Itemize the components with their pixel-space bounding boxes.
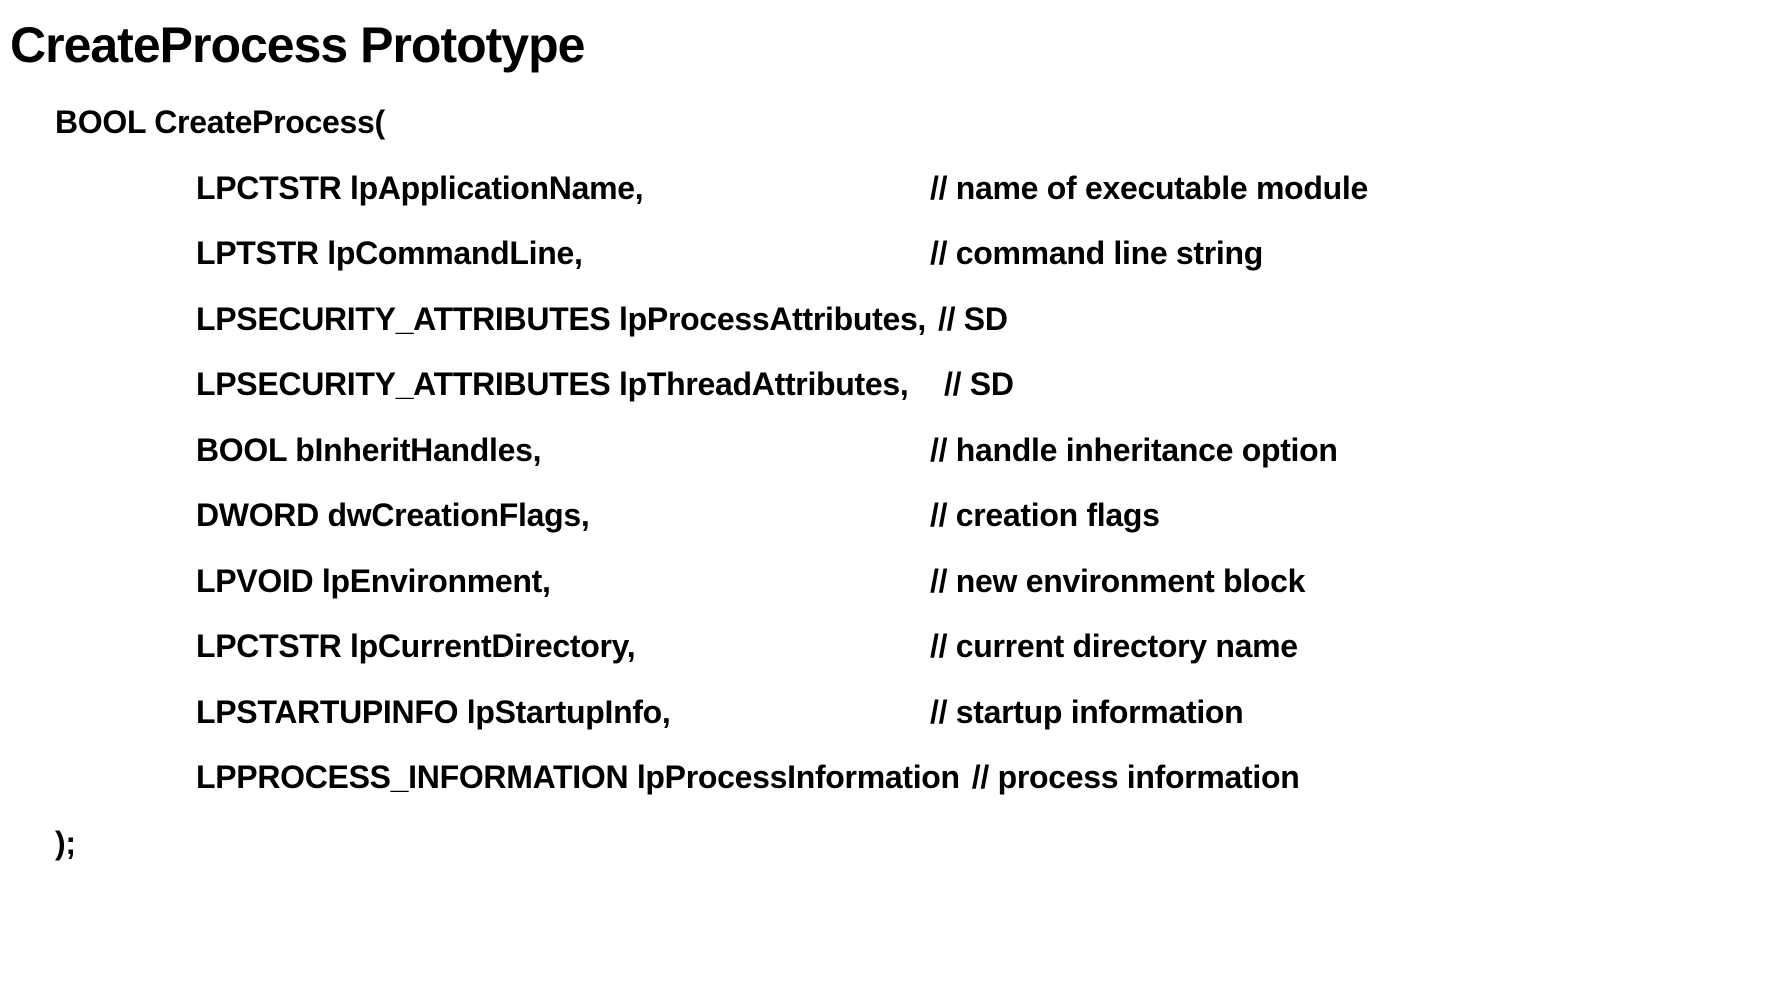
param-decl: LPCTSTR lpApplicationName, bbox=[196, 169, 644, 206]
slide: CreateProcess Prototype BOOL CreateProce… bbox=[0, 16, 1765, 1000]
code-block: BOOL CreateProcess( LPCTSTR lpApplicatio… bbox=[0, 90, 1765, 876]
param-comment: // creation flags bbox=[930, 497, 1160, 533]
param-decl: LPCTSTR lpCurrentDirectory, bbox=[196, 628, 636, 664]
param-decl: LPVOID lpEnvironment, bbox=[196, 562, 551, 599]
page-title: CreateProcess Prototype bbox=[10, 17, 585, 73]
param-row-creation-flags: DWORD dwCreationFlags, // creation flags bbox=[0, 483, 1765, 549]
param-comment: // current directory name bbox=[930, 628, 1298, 664]
param-decl: DWORD dwCreationFlags, bbox=[196, 497, 590, 533]
param-decl: LPSECURITY_ATTRIBUTES lpProcessAttribute… bbox=[196, 300, 927, 337]
param-comment: // name of executable module bbox=[930, 169, 1368, 206]
param-row-application-name: LPCTSTR lpApplicationName, // name of ex… bbox=[0, 156, 1765, 222]
param-row-process-attributes: LPSECURITY_ATTRIBUTES lpProcessAttribute… bbox=[0, 287, 1765, 353]
param-row-current-directory: LPCTSTR lpCurrentDirectory, // current d… bbox=[0, 614, 1765, 680]
param-comment: // startup information bbox=[930, 693, 1244, 730]
param-row-thread-attributes: LPSECURITY_ATTRIBUTES lpThreadAttributes… bbox=[0, 352, 1765, 418]
param-comment: // SD bbox=[944, 366, 1014, 402]
param-row-inherit-handles: BOOL bInheritHandles, // handle inherita… bbox=[0, 418, 1765, 484]
param-decl: BOOL bInheritHandles, bbox=[196, 431, 542, 468]
param-row-process-information: LPPROCESS_INFORMATION lpProcessInformati… bbox=[0, 745, 1765, 811]
param-comment: // new environment block bbox=[930, 562, 1306, 599]
param-comment: // command line string bbox=[930, 235, 1264, 271]
param-decl: LPSTARTUPINFO lpStartupInfo, bbox=[196, 693, 671, 730]
code-open-line: BOOL CreateProcess( bbox=[55, 104, 385, 140]
param-comment: // process information bbox=[971, 759, 1300, 795]
param-row-startup-info: LPSTARTUPINFO lpStartupInfo, // startup … bbox=[0, 680, 1765, 746]
param-row-command-line: LPTSTR lpCommandLine, // command line st… bbox=[0, 221, 1765, 287]
param-decl: LPTSTR lpCommandLine, bbox=[196, 235, 583, 271]
param-comment: // SD bbox=[938, 300, 1008, 337]
param-decl: LPSECURITY_ATTRIBUTES lpThreadAttributes… bbox=[196, 366, 909, 402]
param-row-environment: LPVOID lpEnvironment, // new environment… bbox=[0, 549, 1765, 615]
param-decl: LPPROCESS_INFORMATION lpProcessInformati… bbox=[196, 759, 960, 795]
code-close-line: ); bbox=[55, 824, 76, 861]
param-comment: // handle inheritance option bbox=[930, 431, 1338, 468]
